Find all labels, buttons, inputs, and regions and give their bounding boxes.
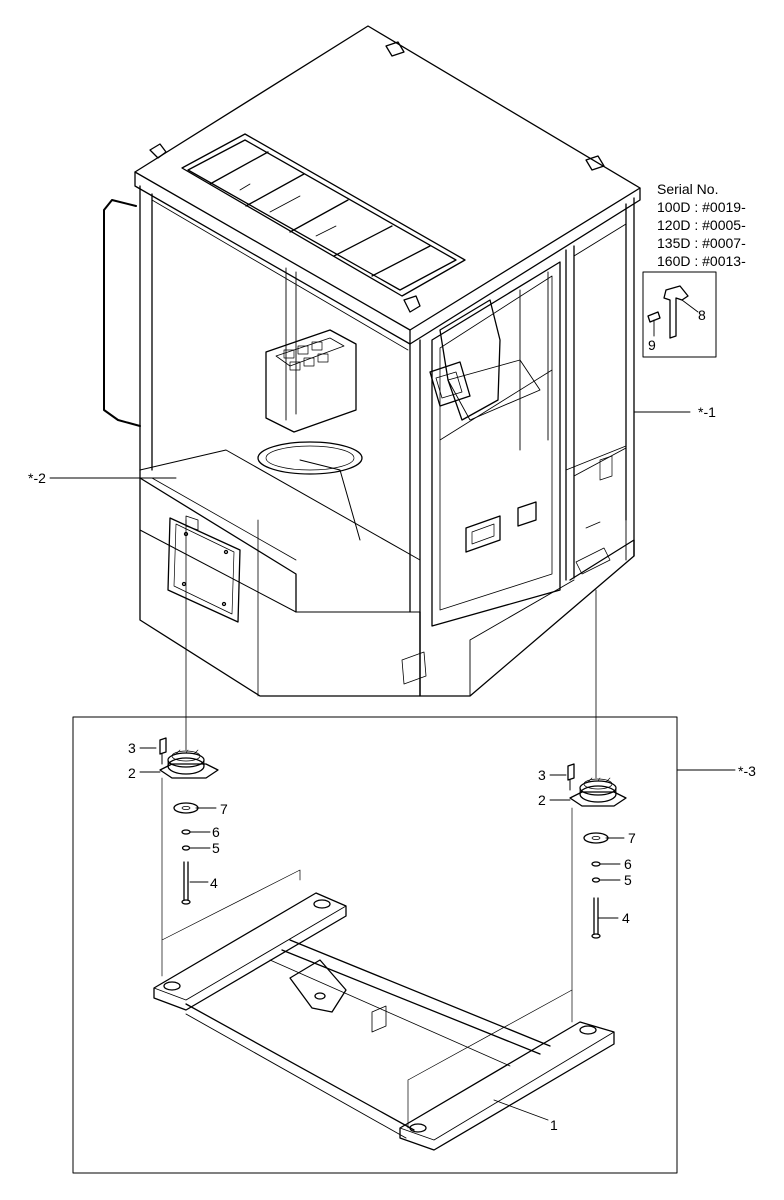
right-mount-group: [567, 763, 627, 939]
dashboard-console: [257, 299, 541, 541]
left-mount-group: [159, 737, 219, 905]
callout-cab-panel: *-2: [28, 470, 46, 486]
callout-mount-assembly: *-3: [738, 763, 756, 779]
callout-bolt-right: 3: [538, 767, 546, 783]
callout-plate-left: 7: [220, 801, 228, 817]
callout-bolt-left: 3: [128, 740, 136, 756]
callout-long-bolt-left: 4: [210, 875, 218, 891]
callout-nut-left: 5: [212, 840, 220, 856]
callout-washer-right: 6: [624, 856, 632, 872]
callout-mount-left: 2: [128, 765, 136, 781]
access-plate: [167, 515, 241, 623]
callout-long-bolt-right: 4: [622, 910, 630, 926]
callout-cab-assembly: *-1: [698, 404, 716, 420]
callout-plate-right: 7: [628, 830, 636, 846]
mount-frame: [153, 777, 615, 1151]
serial-line: 100D : #0019-: [657, 199, 746, 215]
serial-title: Serial No.: [657, 181, 719, 197]
callout-frame: 1: [550, 1117, 558, 1133]
latch-and-screw: [647, 285, 689, 339]
front-right-pillar: [409, 339, 421, 613]
front-left-pillar: [139, 185, 153, 471]
cab-door: [431, 261, 561, 627]
leader-lines: [49, 299, 736, 1121]
cab-roof: [134, 25, 641, 331]
mount-assembly-box: [72, 716, 678, 1174]
serial-line: 135D : #0007-: [657, 235, 746, 251]
serial-line: 120D : #0005-: [657, 217, 746, 233]
callout-mount-right: 2: [538, 792, 546, 808]
serial-inset-box: [642, 271, 717, 358]
cab-assembly: [103, 25, 641, 697]
callout-latch: 8: [698, 307, 706, 323]
callout-screw: 9: [648, 337, 656, 353]
serial-number-block: Serial No. 100D : #0019- 120D : #0005- 1…: [657, 180, 746, 270]
roof-window: [181, 133, 466, 297]
grab-handle: [103, 199, 141, 427]
serial-line: 160D : #0013-: [657, 253, 746, 269]
callout-nut-right: 5: [624, 872, 632, 888]
callout-washer-left: 6: [212, 824, 220, 840]
